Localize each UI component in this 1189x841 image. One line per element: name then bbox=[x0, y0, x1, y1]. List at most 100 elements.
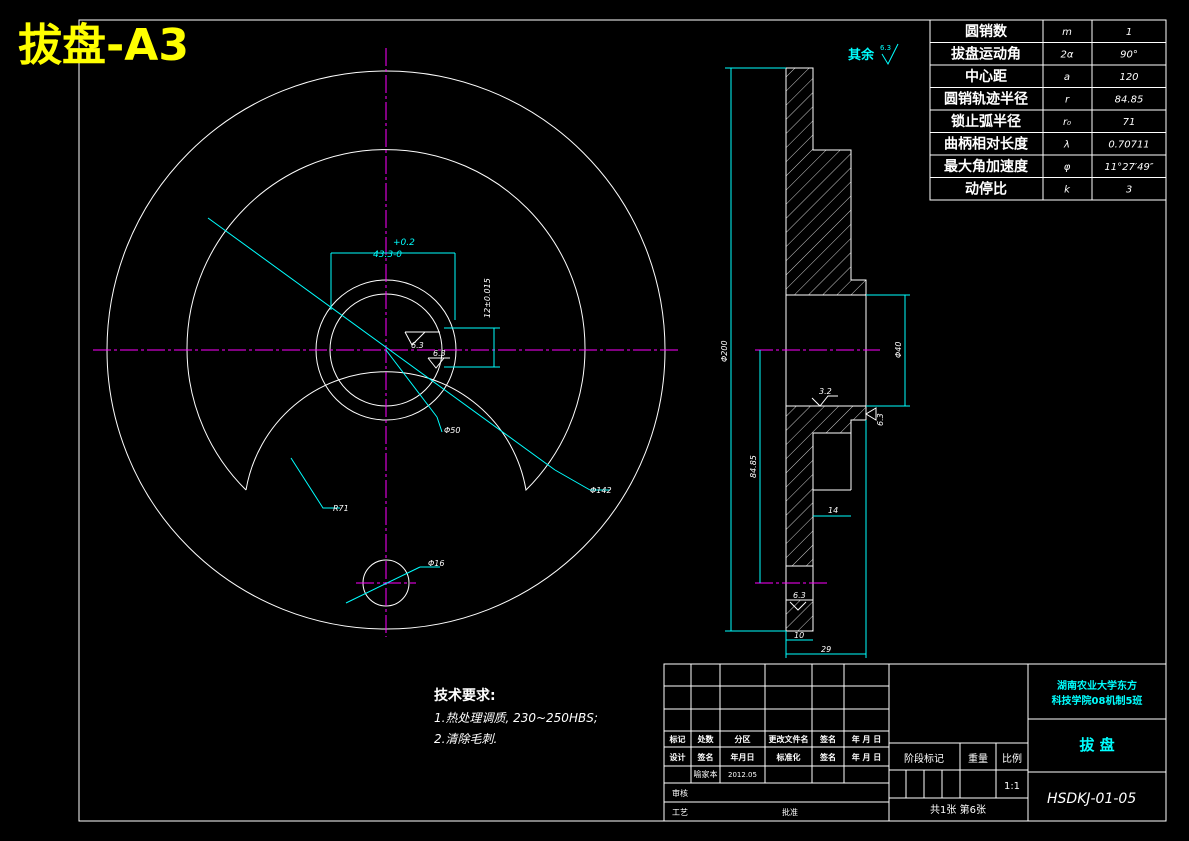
drawing-border bbox=[78, 19, 1167, 822]
param-name: 锁止弧半径 bbox=[951, 113, 1021, 130]
tb-cell: 年 月 日 bbox=[852, 752, 882, 762]
surface-note: 其余 6.3 bbox=[848, 43, 899, 66]
param-symbol: r bbox=[1065, 95, 1070, 106]
title-block-frame bbox=[663, 663, 1167, 822]
tb-cell: 签名 bbox=[819, 752, 836, 762]
dim-text-14: 14 bbox=[828, 506, 838, 515]
r71-leader bbox=[290, 457, 340, 509]
param-name: 动停比 bbox=[965, 181, 1007, 198]
front-dimensions bbox=[207, 217, 610, 604]
dim-text-ra-face: 3.2 bbox=[819, 387, 832, 396]
param-symbol: k bbox=[1064, 185, 1071, 196]
param-symbol: m bbox=[1062, 27, 1072, 38]
locking-arc-profile bbox=[186, 149, 586, 492]
drawing-number: HSDKJ-01-05 bbox=[1047, 791, 1136, 807]
d16-leader bbox=[345, 566, 421, 604]
side-ra-marks bbox=[789, 395, 877, 611]
dim-text-r8485: 84.85 bbox=[749, 455, 758, 478]
tb-cell: 年 月 日 bbox=[852, 734, 882, 744]
part-name: 拔 盘 bbox=[1079, 736, 1114, 754]
tech-req-heading: 技术要求: bbox=[434, 687, 496, 704]
param-name: 最大角加速度 bbox=[944, 158, 1029, 175]
ra-pin-symbol bbox=[789, 601, 807, 611]
param-name: 中心距 bbox=[965, 68, 1007, 85]
param-value: 0.70711 bbox=[1108, 140, 1149, 151]
dim-text-ra-key: 6.3 bbox=[411, 341, 424, 350]
dim-text-d40: Φ40 bbox=[894, 342, 903, 358]
tb-cell: 设计 bbox=[670, 752, 686, 762]
tb-cell: 处数 bbox=[697, 734, 715, 744]
scale-value: 1:1 bbox=[1004, 781, 1020, 792]
front-centerlines bbox=[93, 48, 680, 637]
param-symbol: 2α bbox=[1061, 50, 1074, 61]
ra-bore-symbol bbox=[427, 357, 450, 369]
param-value: 11°27′49″ bbox=[1104, 162, 1153, 173]
roughness-symbol bbox=[881, 43, 899, 66]
sheets-info: 共1张 第6张 bbox=[930, 803, 986, 816]
dim-text-10: 10 bbox=[794, 631, 804, 640]
dim-leader-142 bbox=[554, 469, 591, 491]
param-value: 3 bbox=[1126, 185, 1132, 196]
dim-text-bore: 12±0.015 bbox=[483, 278, 492, 318]
dim-text-key-width: 43.3-0 bbox=[373, 250, 402, 260]
pin-hatch bbox=[785, 599, 814, 632]
approve-label: 批准 bbox=[782, 807, 798, 817]
ra-face-symbol bbox=[811, 395, 838, 407]
dim-text-29: 29 bbox=[821, 645, 831, 654]
surface-note-label: 其余 bbox=[848, 47, 875, 63]
weight-label: 重量 bbox=[968, 752, 988, 765]
dim-text-d142: Φ142 bbox=[590, 486, 612, 495]
title-block bbox=[663, 663, 1167, 822]
stage-label: 阶段标记 bbox=[904, 752, 944, 765]
tech-req-line1: 1.热处理调质, 230~250HBS; bbox=[434, 711, 598, 725]
process-label: 工艺 bbox=[672, 808, 688, 817]
side-upper-section bbox=[785, 67, 867, 296]
tb-cell: 标准化 bbox=[776, 752, 801, 762]
dim-text-r71: R71 bbox=[333, 504, 349, 513]
param-symbol: φ bbox=[1064, 162, 1071, 173]
param-symbol: a bbox=[1064, 72, 1070, 83]
ra-boss-symbol bbox=[865, 407, 877, 421]
dim-text-ra-bore: 6.3 bbox=[433, 349, 446, 358]
tb-cell: 更改文件名 bbox=[769, 734, 809, 744]
dim-text-ra-boss: 6.3 bbox=[876, 413, 885, 426]
dim-text-d50: Φ50 bbox=[444, 426, 460, 435]
param-value: 120 bbox=[1119, 72, 1138, 83]
front-ra-marks bbox=[404, 331, 450, 369]
ra-key-symbol bbox=[404, 331, 440, 346]
tb-cell: 分区 bbox=[735, 734, 751, 744]
param-value: 84.85 bbox=[1115, 95, 1144, 106]
design-date: 2012.05 bbox=[728, 771, 757, 779]
param-value: 90° bbox=[1120, 50, 1138, 61]
side-centerlines bbox=[755, 349, 880, 584]
param-name: 圆销数 bbox=[965, 23, 1008, 40]
surface-note-value: 6.3 bbox=[880, 44, 891, 52]
dim-line-50 bbox=[385, 349, 438, 418]
school-line-2: 科技学院08机制5班 bbox=[1052, 694, 1143, 707]
param-value: 71 bbox=[1123, 117, 1136, 128]
dim-text-key-tol: +0.2 bbox=[393, 238, 415, 248]
tb-cell: 签名 bbox=[697, 752, 714, 762]
side-dimensions bbox=[725, 67, 910, 658]
tb-cell: 签名 bbox=[819, 734, 836, 744]
tech-req-line2: 2.清除毛刺. bbox=[434, 732, 497, 746]
param-symbol: r₀ bbox=[1063, 117, 1071, 128]
designer-name: 喻家本 bbox=[694, 769, 718, 779]
side-lower-section bbox=[785, 405, 867, 567]
dim-leader-50 bbox=[436, 416, 443, 433]
review-label: 审核 bbox=[672, 788, 688, 798]
dim-text-ra-pin: 6.3 bbox=[793, 591, 806, 600]
param-name: 曲柄相对长度 bbox=[944, 136, 1029, 153]
tb-cell: 年月日 bbox=[731, 752, 755, 762]
scale-label: 比例 bbox=[1002, 752, 1022, 765]
dim-text-d16: Φ16 bbox=[428, 559, 444, 568]
side-view bbox=[785, 67, 867, 632]
param-symbol: λ bbox=[1063, 140, 1070, 151]
dim-line-142 bbox=[207, 217, 556, 471]
drawing-title: 拔盘-A3 bbox=[18, 20, 189, 71]
school-line-1: 湖南农业大学东方 bbox=[1057, 679, 1137, 692]
tb-cell: 标记 bbox=[669, 734, 686, 744]
param-name: 圆销轨迹半径 bbox=[944, 91, 1028, 108]
